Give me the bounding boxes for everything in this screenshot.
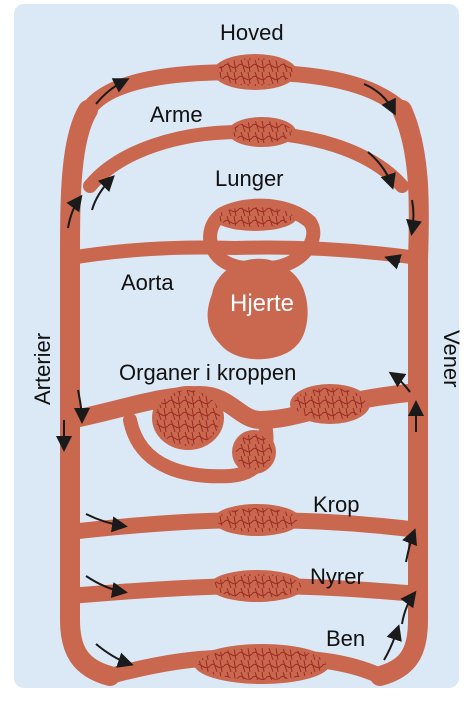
upper-branch — [70, 247, 418, 258]
label-kidneys: Nyrer — [310, 566, 364, 588]
label-arteries: Arterier — [32, 333, 54, 405]
label-organs: Organer i kroppen — [119, 362, 296, 384]
label-lungs: Lunger — [215, 168, 284, 190]
label-heart: Hjerte — [230, 292, 294, 316]
label-aorta: Aorta — [121, 272, 174, 294]
label-legs: Ben — [326, 628, 365, 650]
label-arms: Arme — [150, 104, 203, 126]
label-body: Krop — [313, 494, 359, 516]
label-veins: Vener — [440, 330, 462, 388]
label-head: Hoved — [220, 22, 284, 44]
